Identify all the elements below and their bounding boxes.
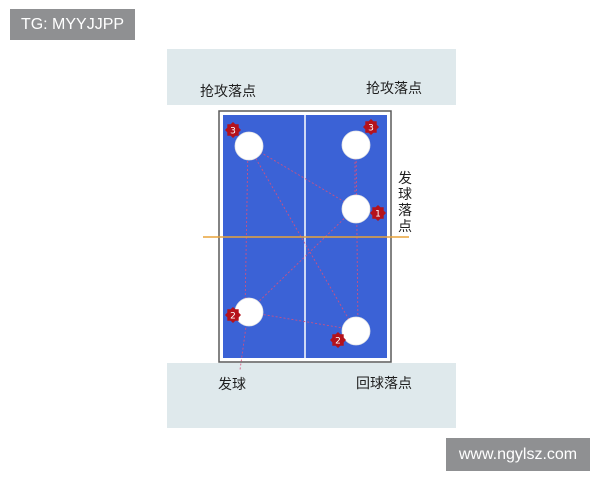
marker-label: 2: [230, 312, 236, 322]
marker-badge: 3: [363, 119, 379, 135]
landing-spot: [234, 297, 264, 327]
bottom-band: [167, 363, 456, 428]
marker-badge: 2: [330, 332, 346, 348]
label-attack-left: 抢攻落点: [200, 84, 256, 100]
marker-badge: 3: [225, 122, 241, 138]
watermark-top: TG: MYYJJPP: [10, 9, 135, 40]
landing-spot: [234, 131, 264, 161]
label-serve-landing: 发球落点: [398, 171, 412, 235]
landing-spots: [234, 130, 371, 346]
watermark-bottom: www.ngylsz.com: [446, 438, 590, 471]
landing-spot: [341, 194, 371, 224]
label-attack-right: 抢攻落点: [366, 81, 422, 97]
landing-spot: [341, 130, 371, 160]
landing-spot: [341, 316, 371, 346]
label-return-landing: 回球落点: [356, 376, 412, 392]
marker-label: 3: [230, 127, 236, 137]
top-band: [167, 49, 456, 105]
marker-label: 3: [368, 124, 374, 134]
marker-badge: 1: [370, 205, 386, 221]
marker-label: 2: [335, 337, 341, 347]
label-serve: 发球: [218, 377, 246, 393]
marker-badge: 2: [225, 307, 241, 323]
marker-label: 1: [375, 210, 381, 220]
